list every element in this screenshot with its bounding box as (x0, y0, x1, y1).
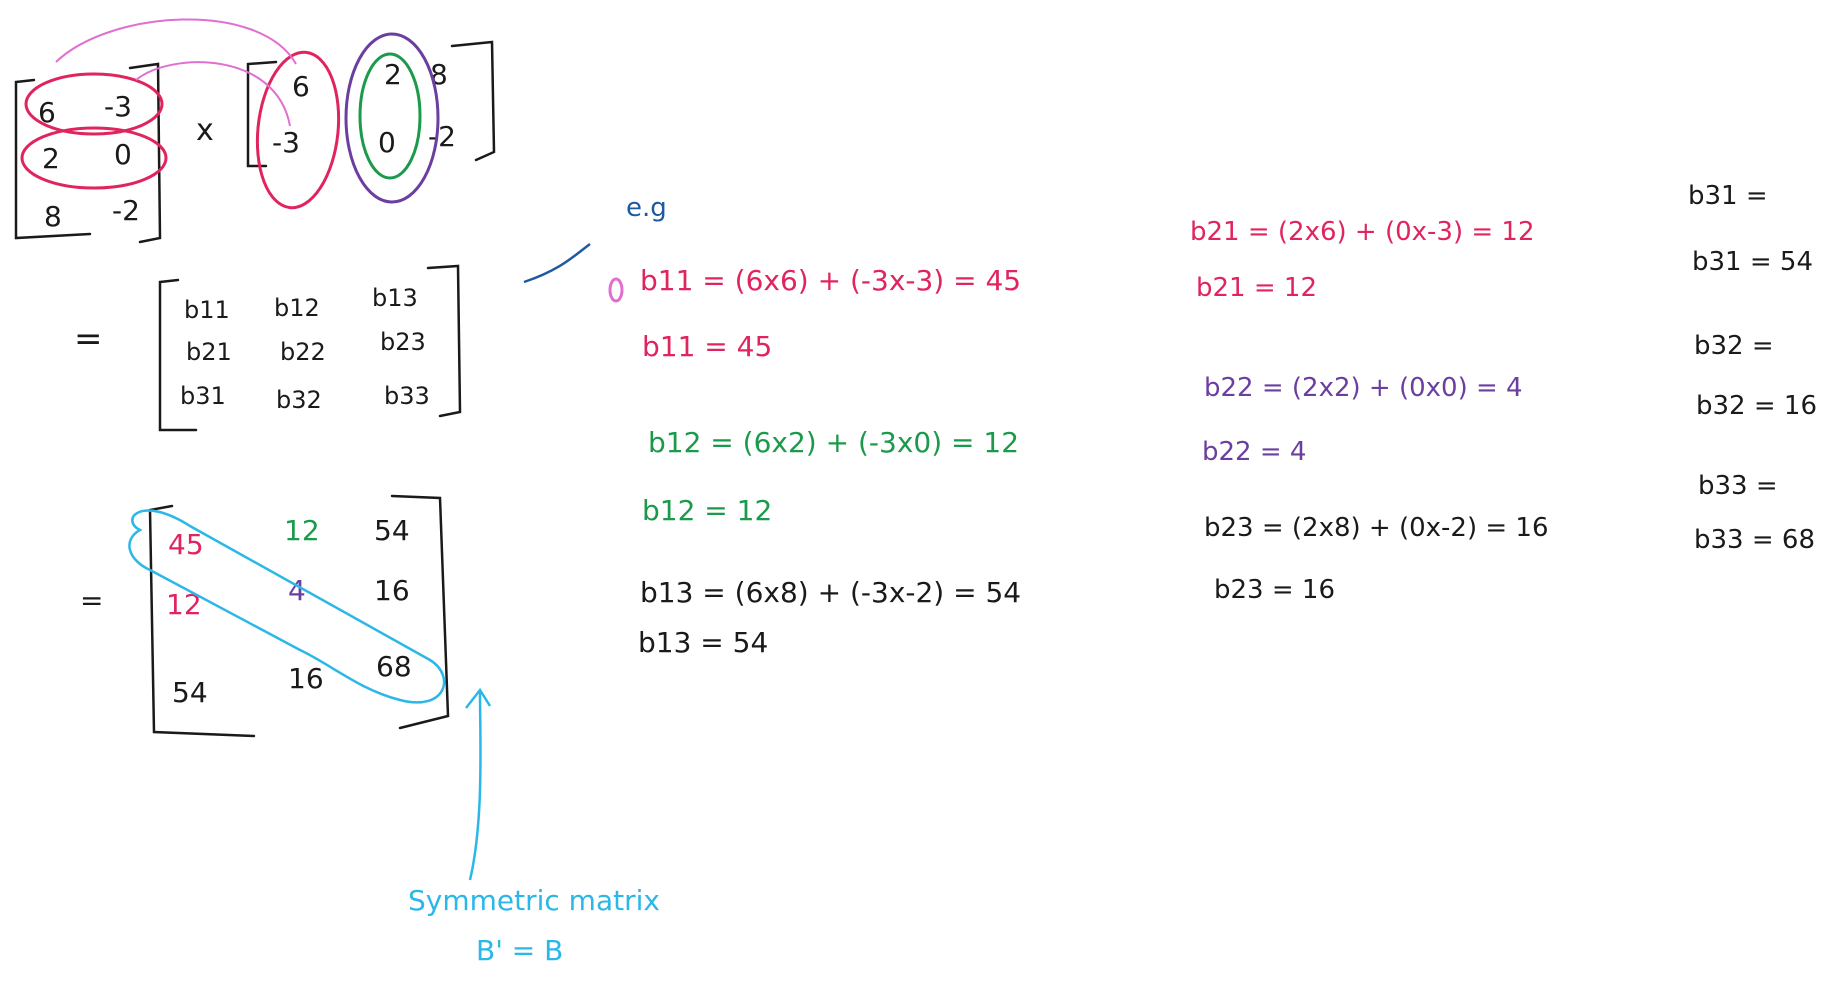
calc-b33-result: b33 = 68 (1694, 525, 1815, 555)
matrix-at-cell: 2 (384, 58, 402, 91)
calc-b22-expr: b22 = (2x2) + (0x0) = 4 (1204, 373, 1523, 403)
diagonal-highlight-loop (128, 509, 446, 704)
matrix-b-cell: b33 (384, 382, 430, 410)
result-cell: 45 (168, 528, 204, 561)
matrix-b-left-bracket (158, 278, 198, 432)
calc-b32-expr: b32 = (1694, 331, 1774, 361)
matrix-b-cell: b32 (276, 386, 322, 414)
matrix-at (246, 40, 496, 168)
example-label: e.g (626, 193, 667, 223)
equals-sign-1: = (74, 319, 103, 359)
calc-b33-expr: b33 = (1698, 471, 1778, 501)
calculations-column-2: b21 = (2x6) + (0x-3) = 12 b21 = 12 b22 =… (1190, 217, 1549, 605)
matrix-a-right-bracket (128, 62, 162, 244)
matrix-b-cell: b23 (380, 328, 426, 356)
annotation-text: B' = B (476, 934, 563, 967)
result-matrix-left-bracket (148, 504, 256, 738)
matrix-a-cell: 2 (42, 142, 60, 175)
matrix-a-cell: 0 (114, 138, 132, 171)
matrix-at-right-bracket (450, 40, 496, 162)
calc-b12-expr: b12 = (6x2) + (-3x0) = 12 (648, 426, 1019, 459)
calculations-column-1: b11 = (6x6) + (-3x-3) = 45 b11 = 45 b12 … (638, 264, 1021, 659)
matrix-a-cell: 8 (44, 200, 62, 233)
calc-b32-result: b32 = 16 (1696, 391, 1817, 421)
column1-highlight-loop-red (255, 50, 341, 210)
matrix-a-cell: -3 (104, 90, 132, 123)
calculations-column-3: b31 = b31 = 54 b32 = b32 = 16 b33 = b33 … (1688, 181, 1817, 555)
result-cell: 54 (172, 676, 208, 709)
row1-highlight-loop (24, 72, 164, 136)
result-cell: 12 (166, 588, 202, 621)
column2-highlight-loop-green (358, 52, 422, 180)
row2-highlight-loop (20, 126, 168, 190)
calc-b23-expr: b23 = (2x8) + (0x-2) = 16 (1204, 513, 1549, 543)
matrix-b-right-bracket (426, 264, 462, 418)
matrix-at-left-bracket (246, 60, 278, 168)
annotation-text: Symmetric matrix (408, 884, 660, 917)
result-cell: 16 (288, 662, 324, 695)
result-cell: 12 (284, 514, 320, 547)
calc-b11-expr: b11 = (6x6) + (-3x-3) = 45 (640, 264, 1021, 297)
matrix-a-entries: 6 -3 2 0 8 -2 (38, 90, 140, 233)
matrix-at-cell: 0 (378, 126, 396, 159)
result-cell: 68 (376, 650, 412, 683)
matrix-b-cell: b12 (274, 294, 320, 322)
calc-b22-result: b22 = 4 (1202, 437, 1306, 467)
calc-b13-expr: b13 = (6x8) + (-3x-2) = 54 (640, 576, 1021, 609)
annotation-arrow-head (465, 687, 492, 709)
row-to-column-arc (55, 18, 297, 65)
matrix-a (14, 62, 162, 244)
equals-sign-2: = (80, 584, 103, 617)
result-matrix (148, 494, 450, 738)
column2-highlight-loop-purple (344, 32, 440, 204)
calc-b11-result: b11 = 45 (642, 330, 772, 363)
calc-b12-result: b12 = 12 (642, 494, 772, 527)
matrix-b-cell: b31 (180, 382, 226, 410)
multiplication-sign: x (196, 113, 214, 148)
calc-b31-expr: b31 = (1688, 181, 1768, 211)
calc-b13-result: b13 = 54 (638, 626, 768, 659)
matrix-b-entries: b11 b12 b13 b21 b22 b23 b31 b32 b33 (180, 284, 430, 414)
matrix-a-cell: 6 (38, 96, 56, 129)
matrix-b-cell: b21 (186, 338, 232, 366)
calc-b23-result: b23 = 16 (1214, 575, 1335, 605)
matrix-at-cell: 6 (292, 70, 310, 103)
result-matrix-right-bracket (390, 494, 450, 730)
row-to-column-arc (135, 61, 291, 127)
matrix-a-left-bracket (14, 78, 92, 240)
annotation-arrow (468, 691, 482, 881)
check-mark (523, 243, 591, 284)
matrix-at-cell: -2 (428, 120, 456, 153)
calc-b31-result: b31 = 54 (1692, 247, 1813, 277)
result-matrix-entries: 45 12 54 12 4 16 54 16 68 (166, 514, 412, 709)
calc-b21-expr: b21 = (2x6) + (0x-3) = 12 (1190, 217, 1535, 247)
matrix-at-cell: -3 (272, 126, 300, 159)
matrix-a-cell: -2 (112, 194, 140, 227)
result-cell: 54 (374, 514, 410, 547)
calc-b21-result: b21 = 12 (1196, 273, 1317, 303)
result-cell: 16 (374, 574, 410, 607)
bullet-dot (608, 277, 624, 303)
matrix-b-cell: b22 (280, 338, 326, 366)
matrix-b-cell: b13 (372, 284, 418, 312)
matrix-b (158, 264, 462, 432)
matrix-b-cell: b11 (184, 296, 230, 324)
